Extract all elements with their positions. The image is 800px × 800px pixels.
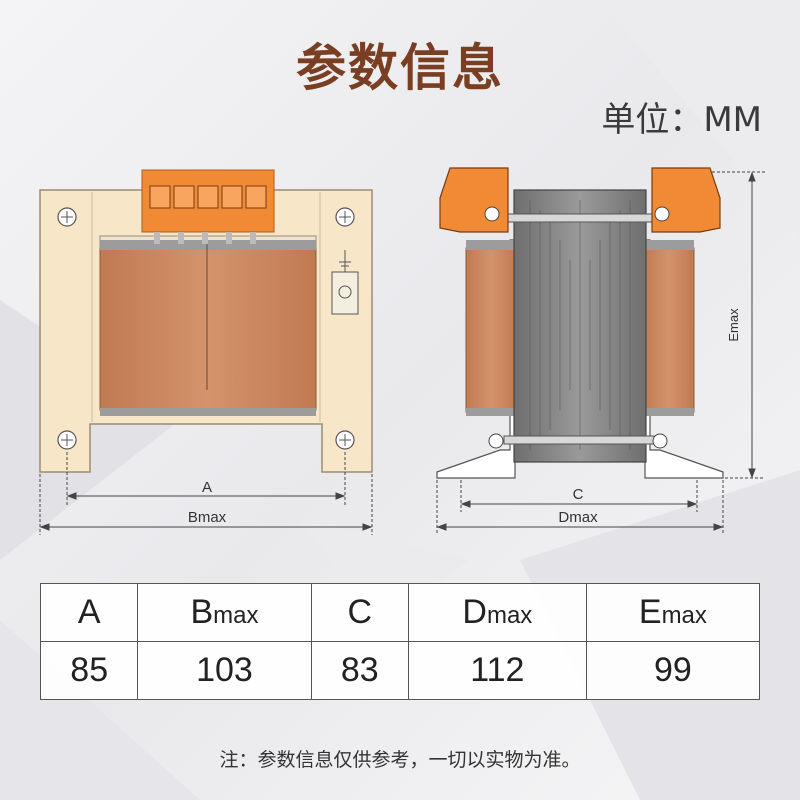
terminal-block-front bbox=[141, 169, 275, 244]
disclaimer-note: 注：参数信息仅供参考，一切以实物为准。 bbox=[219, 749, 581, 771]
label-dmax: Dmax bbox=[558, 509, 598, 526]
header-cell: Dmax bbox=[407, 583, 587, 642]
spec-table: A Bmax C Dmax Emax 85 103 83 112 99 bbox=[39, 583, 761, 700]
header-cell: Bmax bbox=[137, 583, 312, 642]
table-header-row: A Bmax C Dmax Emax bbox=[39, 583, 761, 642]
dimension-a bbox=[66, 452, 346, 505]
unit-label: 单位：MM bbox=[601, 100, 762, 140]
label-emax: Emax bbox=[726, 308, 741, 342]
transformer-drawing: A Bmax bbox=[39, 167, 765, 535]
label-c: C bbox=[573, 486, 584, 503]
label-a: A bbox=[202, 479, 212, 496]
header-cell: C bbox=[310, 583, 409, 642]
value-cell: 83 bbox=[310, 641, 409, 700]
ground-terminal bbox=[331, 250, 359, 315]
dimension-emax bbox=[712, 171, 765, 479]
dimension-c bbox=[460, 480, 698, 512]
value-cell: 99 bbox=[585, 641, 761, 700]
header-cell: Emax bbox=[585, 583, 761, 642]
front-view: A Bmax bbox=[39, 169, 373, 535]
page-title: 参数信息 bbox=[296, 39, 504, 97]
value-cell: 103 bbox=[137, 641, 312, 700]
table-row: 85 103 83 112 99 bbox=[39, 641, 761, 700]
dimension-bmax bbox=[39, 474, 373, 535]
value-cell: 85 bbox=[39, 641, 139, 700]
dimension-dmax bbox=[436, 480, 724, 535]
value-cell: 112 bbox=[407, 641, 587, 700]
header-cell: A bbox=[39, 583, 139, 642]
label-bmax: Bmax bbox=[188, 509, 227, 526]
side-view: Emax C Dmax bbox=[436, 167, 765, 535]
